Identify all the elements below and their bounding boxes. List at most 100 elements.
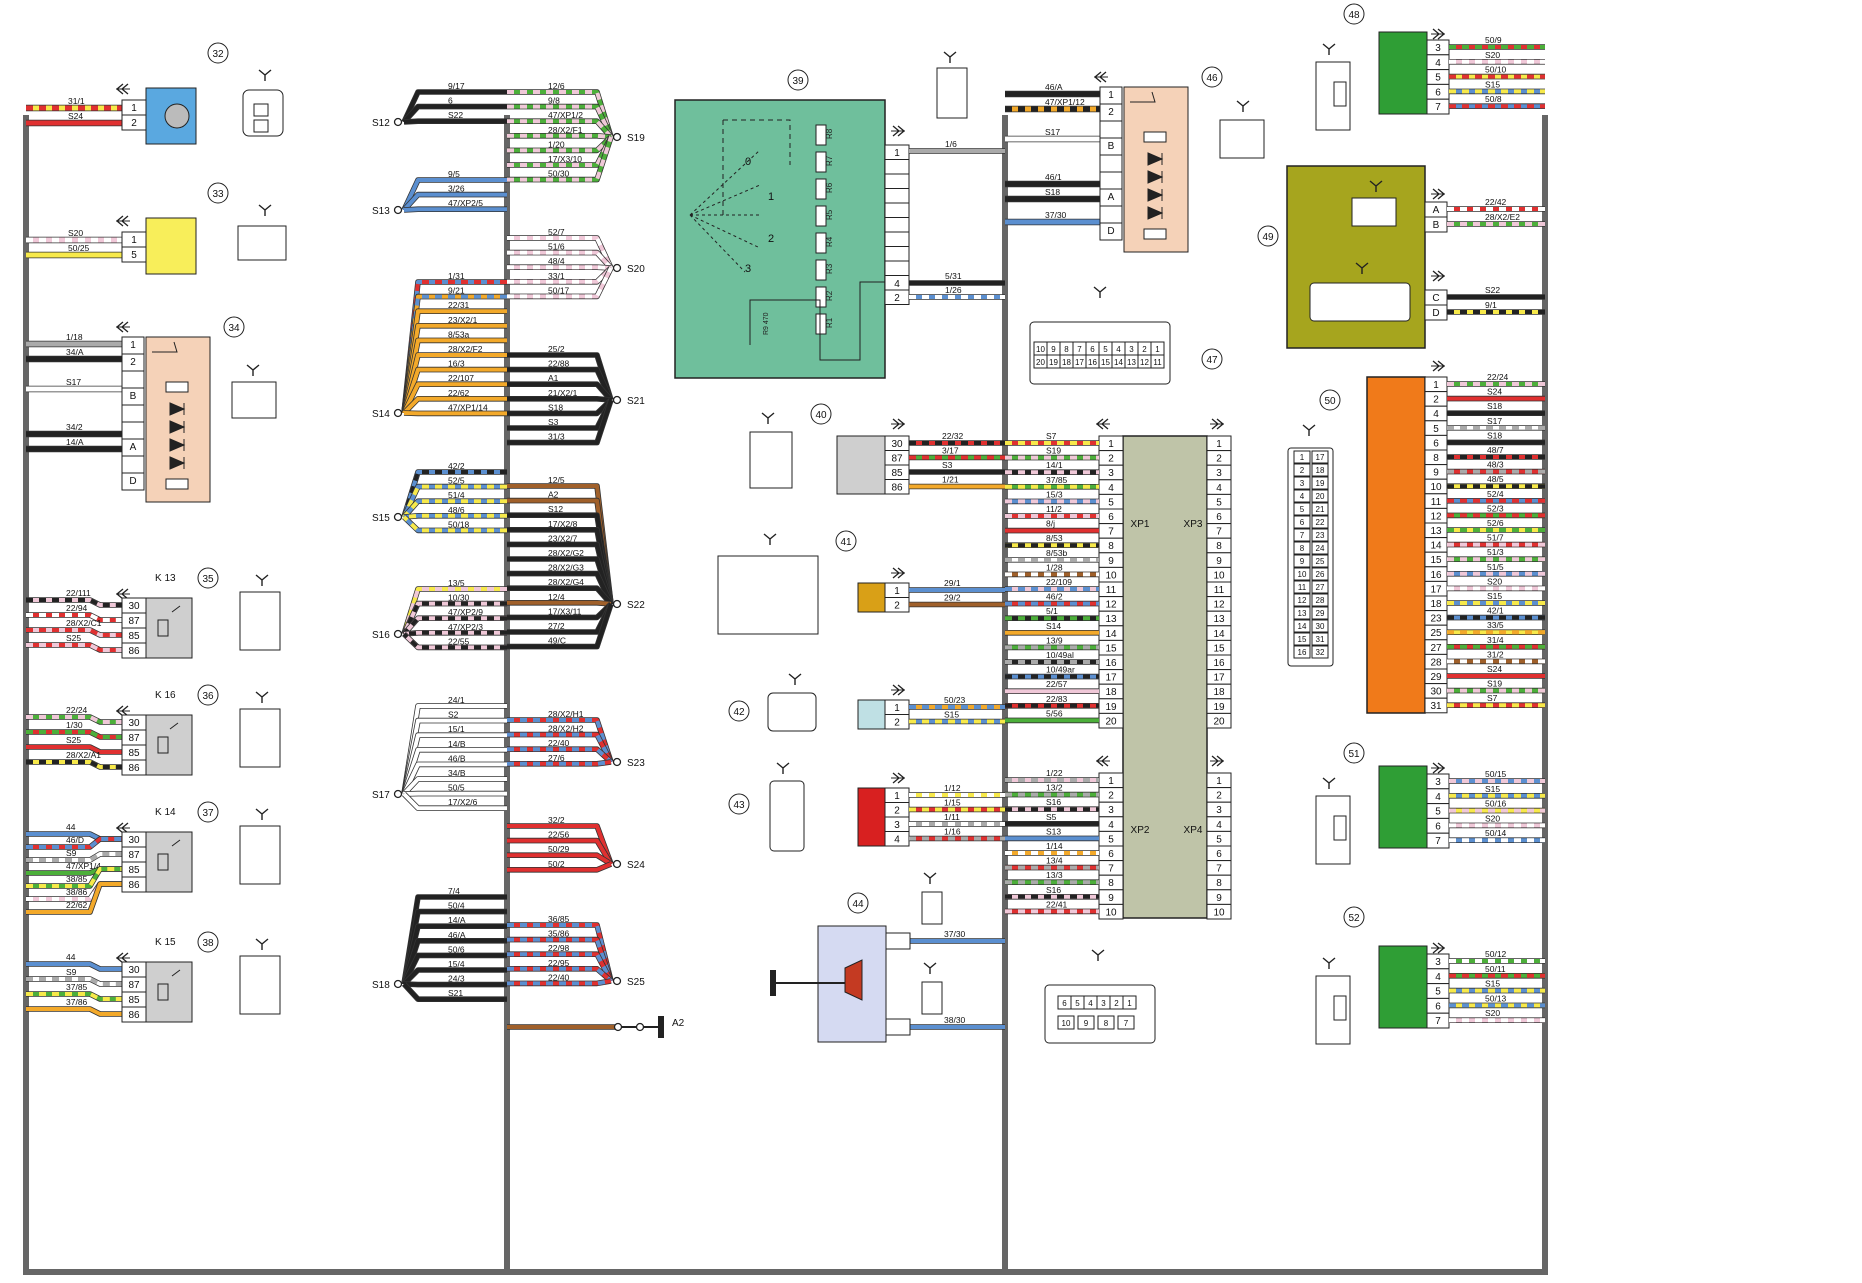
wire-7: [402, 982, 507, 1002]
connector-cell: [1311, 593, 1329, 607]
relay-contact-icon: [152, 341, 178, 353]
connector-plug-icon: [1322, 777, 1336, 789]
wire-label: 50/9: [1485, 35, 1502, 45]
resistor-icon: [1143, 228, 1167, 240]
connector-plug-icon: [246, 364, 260, 376]
wire-label: 38/85: [66, 874, 88, 884]
resistor-icon: [165, 381, 189, 393]
wire-label: 22/62: [448, 388, 470, 398]
wire-label: 51/3: [1487, 547, 1504, 557]
connector-cell: [1293, 489, 1311, 503]
connector-cell-label: 7: [1300, 531, 1305, 540]
connector-label: XP3: [1184, 519, 1203, 530]
pin-number: 87: [128, 980, 140, 991]
wire-label: 28/X2/H1: [548, 709, 584, 719]
component-number-badge: [835, 530, 857, 552]
component-number: 49: [1262, 232, 1274, 243]
pin-number: 18: [1105, 687, 1117, 698]
connector-cell-label: 8: [1064, 345, 1069, 354]
wire-label: 50/6: [448, 944, 465, 954]
wire-label: 13/5: [448, 578, 465, 588]
connector-cell: [1311, 476, 1329, 490]
wire-label: 48/3: [1487, 460, 1504, 470]
wire-label: S15: [1485, 784, 1500, 794]
pin-number: 11: [1431, 497, 1442, 508]
connector-cell: [1311, 502, 1329, 516]
splice-id: S20: [627, 264, 645, 275]
connector-cell-label: 1: [1300, 453, 1305, 462]
connector-plug-icon: [1302, 424, 1316, 436]
wire-tracer: [26, 643, 122, 652]
wire-label: 7/4: [448, 886, 460, 896]
pin-number: 4: [1216, 483, 1222, 494]
splice-node: [393, 205, 403, 215]
pin-number: 10: [1105, 907, 1117, 918]
wire-label: 46/B: [448, 753, 466, 763]
splice-S14: 1/319/2122/3123/X2/18/53a28/X2/F216/322/…: [372, 271, 507, 420]
wire-label: S20: [1485, 813, 1500, 823]
pin-number: 1: [1108, 776, 1114, 787]
wire-label: 46/D: [66, 835, 84, 845]
wire-7: [402, 792, 507, 811]
pin-number: 1: [1216, 776, 1222, 787]
component-number: 34: [228, 323, 240, 334]
wire-label: 17/X3/11: [548, 606, 582, 616]
connector-cell-label: 23: [1316, 531, 1325, 540]
wire-label: 31/3: [548, 432, 565, 442]
wire-label: 12/6: [548, 81, 565, 91]
connector-cell: [1311, 463, 1329, 477]
pin-number: 17: [1105, 673, 1117, 684]
wire-tracer: [507, 747, 613, 764]
pin-number: A: [130, 442, 137, 453]
wire-label: 10/30: [448, 593, 470, 603]
wire-label: 50/17: [548, 285, 570, 295]
pin-number: 10: [1213, 570, 1225, 581]
wire-tracer: [507, 133, 612, 139]
wire-label: 6: [448, 96, 453, 106]
splice-node: [393, 117, 403, 127]
wire-label: 22/40: [548, 738, 570, 748]
pin-number: 16: [1213, 658, 1225, 669]
wire-label: 3/17: [942, 446, 959, 456]
pin-number: 6: [1433, 438, 1439, 449]
wire-label: 8/53b: [1046, 548, 1068, 558]
wire-7: [402, 382, 507, 414]
component-number-badge: [1343, 3, 1365, 25]
wire-label: 13/9: [1046, 635, 1063, 645]
wire-label: 25/2: [548, 344, 565, 354]
relay-connector: [239, 825, 281, 885]
pin-number: A: [1433, 205, 1440, 216]
diode-icon: [1147, 206, 1164, 220]
wire-label: 47/XP2/5: [448, 198, 483, 208]
pin-number: B: [1108, 141, 1115, 152]
resistor-icon: [815, 151, 827, 173]
wire-label: S21: [448, 988, 463, 998]
connector-housing: [1309, 282, 1411, 322]
pin-number: 4: [1216, 820, 1222, 831]
pin-number: 2: [894, 293, 900, 304]
wire-11: [507, 603, 613, 649]
pin-cell: [885, 1018, 911, 1036]
connector-housing: [767, 692, 817, 732]
connector-cell-label: 21: [1316, 505, 1325, 514]
component-number-badge: [810, 403, 832, 425]
connector-cell-label: 30: [1316, 622, 1325, 631]
connector-cell-label: 16: [1298, 648, 1307, 657]
wire-label: 1/12: [944, 783, 961, 793]
wire-4: [402, 953, 507, 985]
wire-label: S2: [448, 710, 459, 720]
pin-number: 3: [1435, 43, 1441, 54]
component-number: 33: [212, 189, 224, 200]
pin-number: 6: [1216, 512, 1222, 523]
wire-label: 1/6: [945, 139, 957, 149]
pin-number: 4: [1435, 792, 1441, 803]
pin-number: D: [129, 476, 136, 487]
splice-node: [612, 395, 622, 405]
component-number: 40: [815, 410, 827, 421]
diode-icon: [169, 456, 186, 470]
wire-label: 50/15: [1485, 769, 1507, 779]
wire-tracer: [26, 837, 122, 849]
